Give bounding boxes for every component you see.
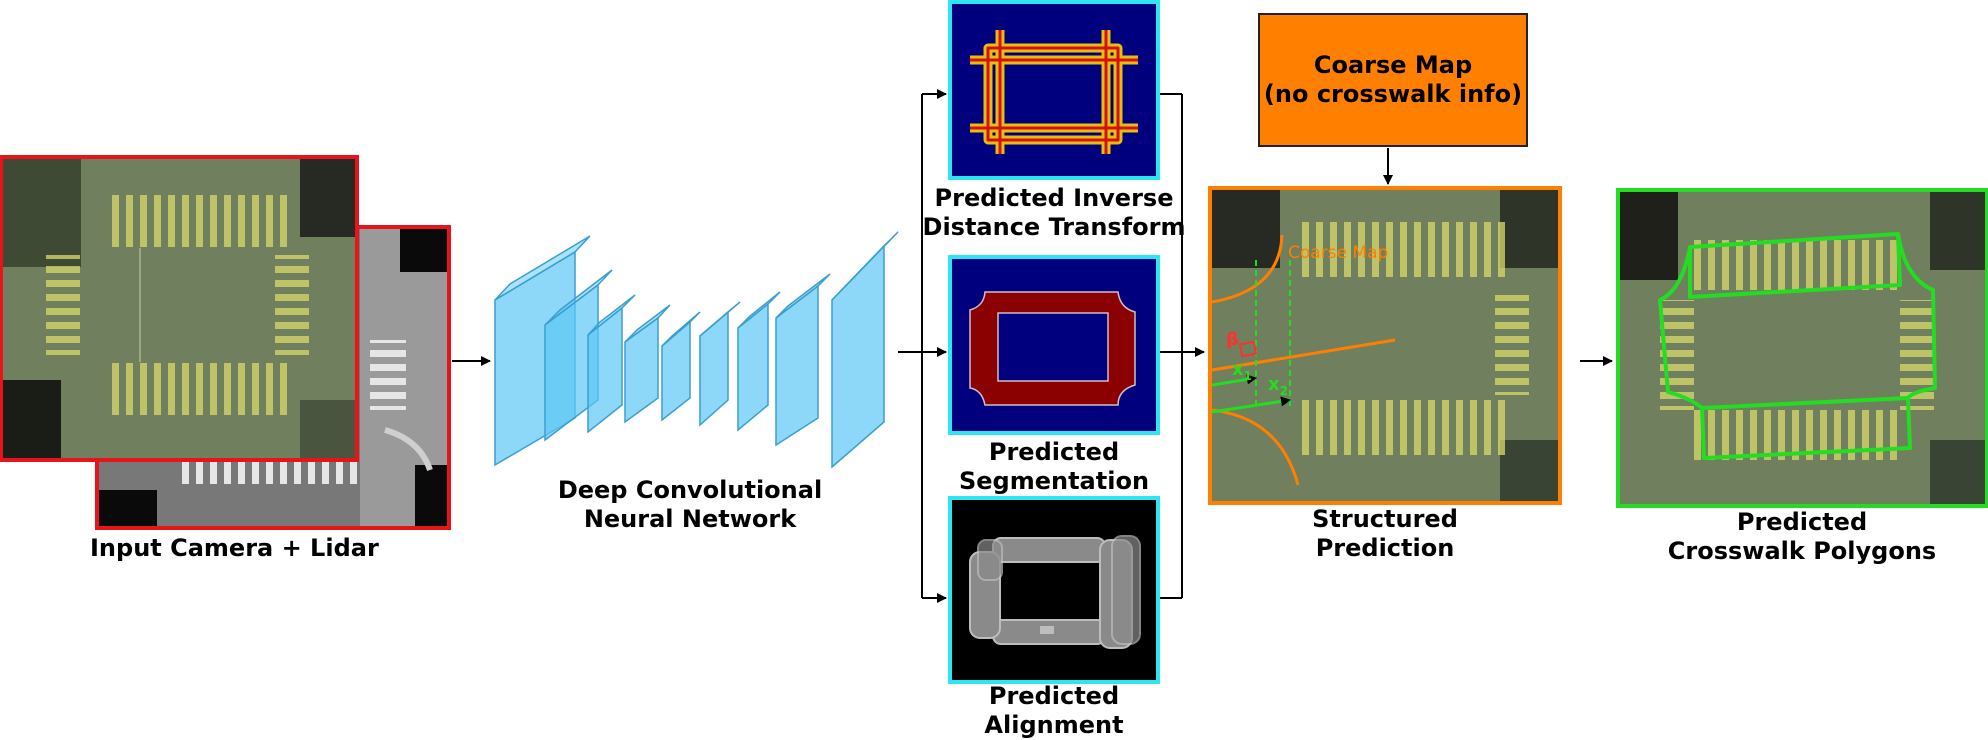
cnn-diagram (494, 231, 899, 469)
polygons-label: Predicted Crosswalk Polygons (1652, 508, 1952, 566)
alignment-label-line2: Alignment (984, 711, 1124, 739)
coarse-map-box-line2: (no crosswalk info) (1263, 80, 1523, 108)
camera-image (0, 155, 359, 462)
structured-prediction-image (1208, 186, 1562, 505)
input-label-text: Input Camera + Lidar (90, 534, 379, 562)
coarse-map-overlay-label: Coarse Map (1288, 243, 1388, 263)
structured-label: Structured Prediction (1245, 505, 1525, 563)
cnn-output-connectors (898, 89, 947, 603)
alignment-map (948, 496, 1160, 684)
beta-label: β (1226, 329, 1239, 350)
cnn-label-line1: Deep Convolutional (557, 476, 823, 504)
coarse-map-box-line1: Coarse Map (1313, 51, 1473, 79)
x2-label: x2 (1268, 374, 1288, 398)
structured-label-line1: Structured (1312, 505, 1458, 533)
idt-label-line1: Predicted Inverse (934, 184, 1174, 212)
coarse-map-box: Coarse Map (no crosswalk info) (1258, 13, 1528, 147)
outputs-to-structured-connectors (1160, 93, 1205, 599)
x1-label: x1 (1232, 359, 1252, 383)
alignment-label: Predicted Alignment (914, 682, 1194, 740)
idt-label-line2: Distance Transform (922, 213, 1186, 241)
alignment-label-line1: Predicted (988, 682, 1120, 710)
cnn-label-line2: Neural Network (583, 505, 797, 533)
polygons-label-line1: Predicted (1736, 508, 1868, 536)
segmentation-map (948, 255, 1160, 435)
idt-heatmap (948, 0, 1160, 180)
segmentation-label-line2: Segmentation (958, 467, 1150, 495)
polygons-label-line2: Crosswalk Polygons (1667, 537, 1937, 565)
idt-label: Predicted Inverse Distance Transform (914, 184, 1194, 242)
segmentation-label-line1: Predicted (988, 438, 1120, 466)
segmentation-label: Predicted Segmentation (914, 438, 1194, 496)
cnn-label: Deep Convolutional Neural Network (540, 476, 840, 534)
structured-label-line2: Prediction (1315, 534, 1455, 562)
crosswalk-polygons-image (1616, 188, 1988, 508)
input-label: Input Camera + Lidar (90, 534, 379, 563)
